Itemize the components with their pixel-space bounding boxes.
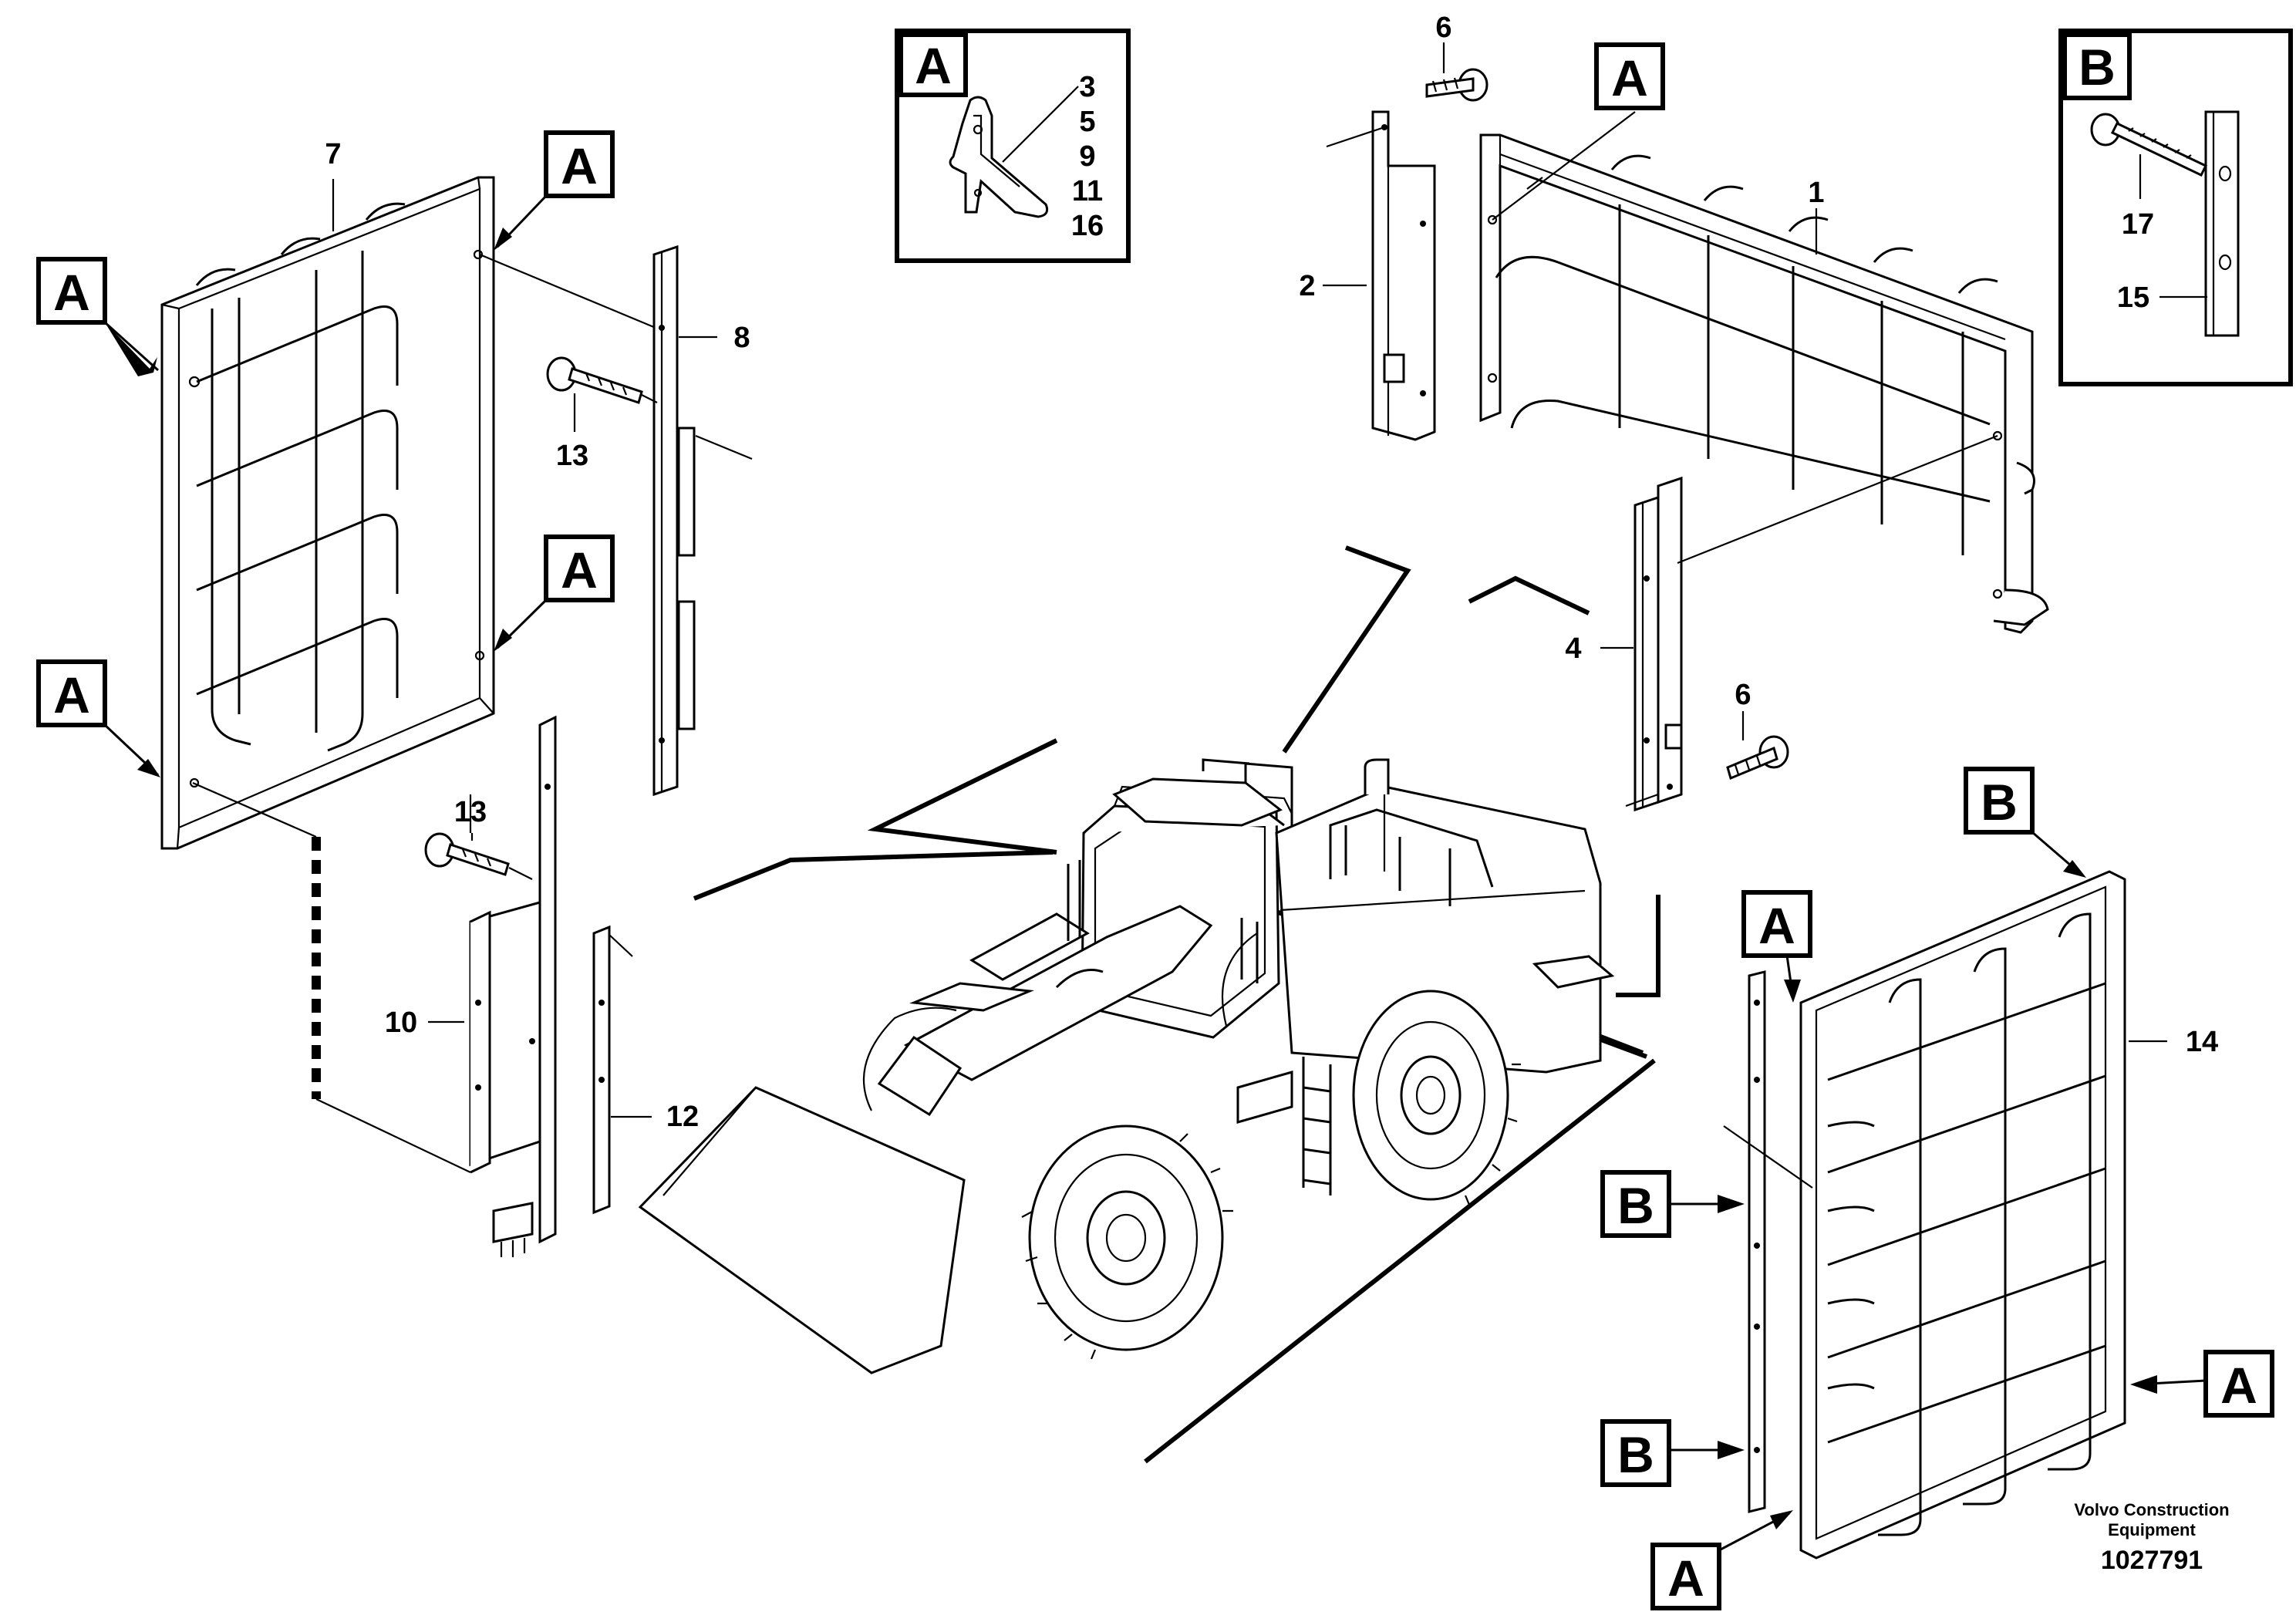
callout-2: 2	[1299, 270, 1315, 302]
label-box-a-3: A	[544, 534, 615, 602]
detail-a-title: A	[915, 37, 952, 94]
detail-b-part-17: 17	[2122, 208, 2154, 241]
left-guard-assembly	[160, 176, 495, 850]
label-box-a-8: A	[1650, 1543, 1721, 1610]
bolt-6-lower	[1726, 735, 1789, 781]
bolt-13-lower	[424, 832, 510, 876]
svg-text:B: B	[1617, 1177, 1654, 1234]
callout-13-upper: 13	[556, 440, 588, 472]
label-box-a-1: A	[36, 257, 107, 325]
detail-b-title: B	[2079, 39, 2116, 96]
label-box-a-5: A	[1594, 42, 1665, 110]
svg-text:B: B	[1617, 1426, 1654, 1483]
part-10-bracket	[469, 715, 557, 1257]
svg-text:A: A	[561, 541, 598, 599]
detail-a-part-16: 16	[1071, 210, 1104, 242]
front-wheel	[1021, 1125, 1233, 1360]
callout-6-upper: 6	[1435, 12, 1451, 44]
detail-a-leader	[1002, 86, 1079, 163]
detail-a-part-11: 11	[1072, 175, 1103, 207]
callout-14: 14	[2186, 1026, 2218, 1058]
detail-a-part-3: 3	[1079, 71, 1095, 103]
detail-b-bolt	[2090, 113, 2208, 177]
detail-b-part-15: 15	[2117, 282, 2149, 314]
detail-a-part-9: 9	[1079, 140, 1095, 173]
svg-text:A: A	[53, 264, 90, 321]
drawing-reference-number: 1027791	[2100, 1546, 2203, 1575]
label-box-a-7: A	[2203, 1350, 2274, 1418]
svg-text:B: B	[1981, 774, 2018, 831]
detail-b-inset: B 17 15	[2058, 29, 2293, 386]
callout-4: 4	[1565, 632, 1581, 665]
detail-b-strip	[2204, 110, 2240, 337]
label-box-a-2: A	[544, 130, 615, 198]
bolt-6-upper	[1425, 68, 1489, 102]
callout-8: 8	[733, 322, 750, 354]
part-4-bracket	[1633, 476, 1683, 812]
svg-text:A: A	[53, 666, 90, 723]
bolt-13-upper	[546, 356, 643, 404]
part-15-strip-mounted	[1748, 970, 1766, 1513]
wheel-loader-illustration	[638, 545, 1660, 1464]
top-right-guard	[1479, 133, 2049, 634]
callout-12: 12	[666, 1101, 699, 1133]
svg-text:A: A	[561, 137, 598, 194]
part-12-strip	[592, 925, 611, 1215]
arrow-a-1	[105, 322, 157, 376]
svg-text:A: A	[1611, 49, 1648, 106]
svg-text:A: A	[2220, 1357, 2257, 1414]
label-box-a-4: A	[36, 659, 107, 727]
svg-text:A: A	[1667, 1549, 1704, 1607]
callout-6-lower: 6	[1735, 679, 1751, 711]
callout-13-lower: 13	[454, 796, 487, 828]
callout-7: 7	[325, 138, 341, 170]
brand-line-2: Equipment	[2108, 1520, 2196, 1539]
latch-clip-drawing	[949, 96, 1049, 218]
detail-a-inset: A 3 5 9 11 16	[895, 29, 1131, 263]
bottom-right-guard	[1799, 870, 2126, 1560]
callout-1: 1	[1808, 177, 1824, 209]
svg-text:A: A	[1758, 897, 1795, 954]
part-8-strip	[652, 244, 696, 797]
part-2-bracket	[1371, 110, 1436, 441]
label-box-a-6: A	[1741, 890, 1812, 958]
label-box-b-2: B	[1600, 1170, 1671, 1238]
label-box-b-1: B	[1964, 767, 2035, 835]
brand-line-1: Volvo Construction	[2074, 1500, 2230, 1519]
rear-wheel	[1352, 990, 1521, 1206]
detail-a-part-5: 5	[1079, 106, 1095, 138]
callout-10: 10	[385, 1007, 417, 1039]
label-box-b-3: B	[1600, 1419, 1671, 1487]
publisher-footer: Volvo Construction Equipment 1027791	[2067, 1500, 2237, 1576]
